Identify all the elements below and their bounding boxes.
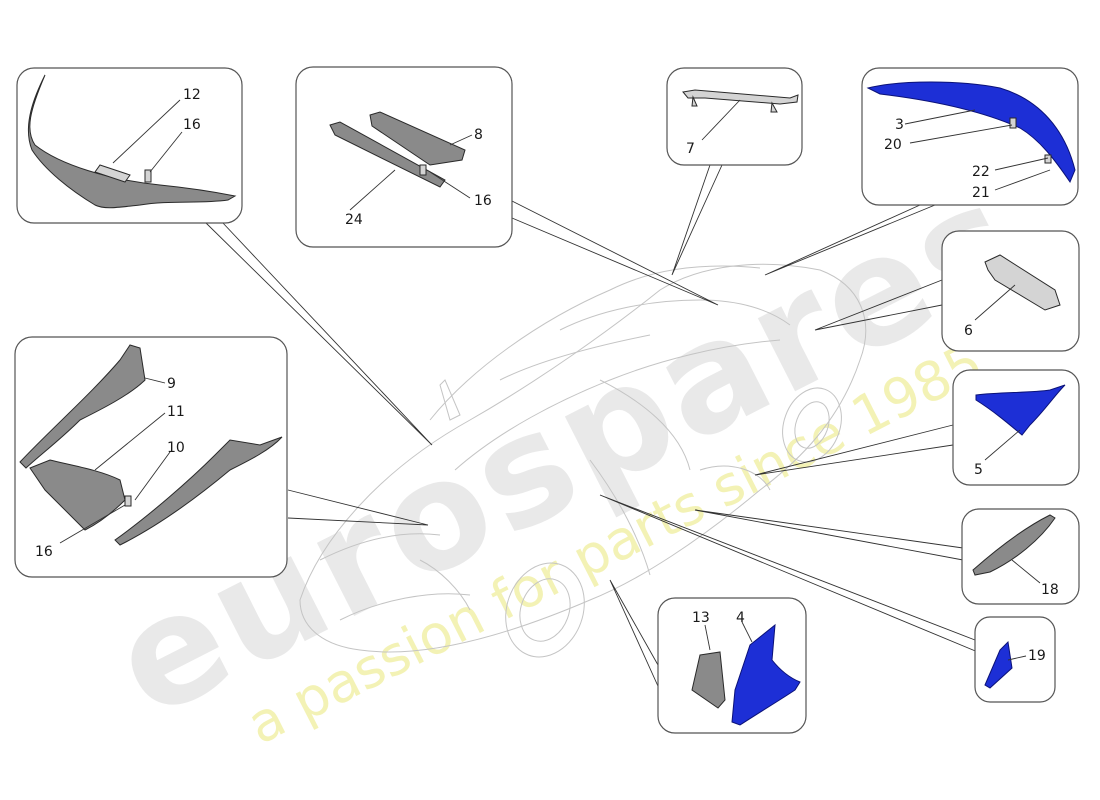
callout-22: 22 bbox=[972, 164, 990, 180]
liner-part-4 bbox=[731, 623, 801, 726]
callout-19: 19 bbox=[1028, 648, 1046, 664]
callout-5: 5 bbox=[974, 462, 983, 478]
front-panel-part bbox=[866, 81, 1076, 184]
callout-13: 13 bbox=[692, 610, 710, 626]
panel-front-blue: 3 20 22 21 bbox=[861, 67, 1079, 206]
leader-lines bbox=[204, 164, 986, 696]
car-outline bbox=[299, 263, 867, 658]
callout-4: 4 bbox=[736, 610, 745, 626]
duct-part-24 bbox=[329, 121, 446, 188]
trim-part-5 bbox=[975, 384, 1066, 436]
callout-16: 16 bbox=[474, 193, 492, 209]
panel-18-frame bbox=[961, 508, 1080, 605]
callout-12: 12 bbox=[183, 87, 201, 103]
callout-20: 20 bbox=[884, 137, 902, 153]
callout-9: 9 bbox=[167, 376, 176, 392]
clip-part bbox=[144, 169, 152, 183]
panel-wheelhouse: 9 11 10 16 bbox=[14, 336, 288, 578]
panel-13-4: 13 4 bbox=[657, 597, 807, 734]
duct-part-8 bbox=[369, 111, 466, 166]
wheelhouse-part-9 bbox=[19, 344, 146, 469]
callout-6: 6 bbox=[964, 323, 973, 339]
callout-10: 10 bbox=[167, 440, 185, 456]
panel-18: 18 bbox=[961, 508, 1080, 605]
seal-part-18 bbox=[972, 514, 1056, 576]
callout-11: 11 bbox=[167, 404, 185, 420]
wheelhouse-part-10 bbox=[114, 436, 283, 546]
cap-part-19 bbox=[984, 640, 1013, 689]
panel-6-frame bbox=[941, 230, 1080, 352]
callout-21: 21 bbox=[972, 185, 990, 201]
callout-18: 18 bbox=[1041, 582, 1059, 598]
callout-16: 16 bbox=[183, 117, 201, 133]
cowl-panel-part bbox=[28, 74, 237, 209]
panel-part-13 bbox=[691, 651, 726, 709]
callout-24: 24 bbox=[345, 212, 363, 228]
panel-6: 6 bbox=[941, 230, 1080, 352]
callout-7: 7 bbox=[686, 141, 695, 157]
panel-5: 5 bbox=[952, 369, 1080, 486]
panel-cowl: 12 16 bbox=[16, 67, 243, 224]
panel-19: 19 bbox=[974, 616, 1056, 703]
callout-3: 3 bbox=[895, 117, 904, 133]
panel-13-4-frame bbox=[657, 597, 807, 734]
callout-8: 8 bbox=[474, 127, 483, 143]
panel-ducts: 8 16 24 bbox=[295, 66, 513, 248]
callout-16: 16 bbox=[35, 544, 53, 560]
bracket-part-6 bbox=[984, 254, 1061, 311]
panel-7: 7 bbox=[666, 67, 803, 166]
